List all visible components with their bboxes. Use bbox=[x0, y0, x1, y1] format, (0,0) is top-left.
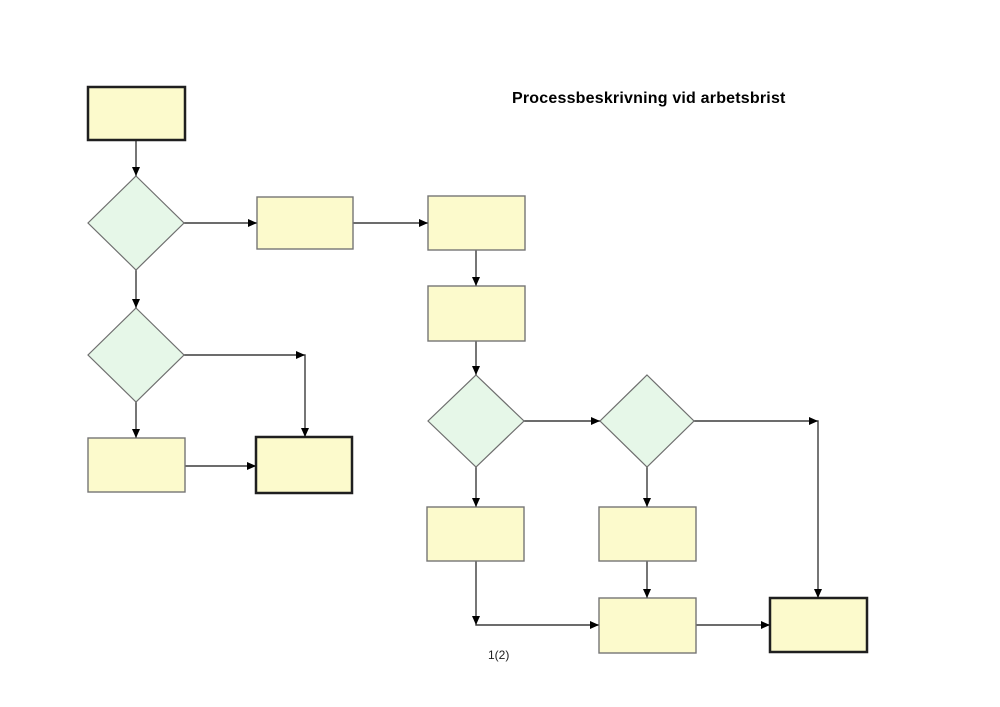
decision-4-diamond bbox=[599, 374, 695, 468]
process-10-box bbox=[768, 596, 869, 654]
arrowhead-down bbox=[472, 277, 480, 286]
arrowhead-down bbox=[814, 589, 822, 598]
process-8-box bbox=[598, 506, 697, 562]
process-9-box bbox=[598, 597, 697, 654]
arrowhead-down bbox=[472, 498, 480, 507]
arrowhead-down bbox=[643, 498, 651, 507]
arrowhead-right bbox=[761, 621, 770, 629]
arrowhead-right bbox=[590, 621, 599, 629]
arrowhead-down bbox=[472, 616, 480, 625]
connector-decision-4-to-process-10 bbox=[694, 420, 819, 598]
arrowhead-right bbox=[809, 417, 818, 425]
decision-2-diamond bbox=[87, 307, 185, 403]
decision-1-diamond bbox=[87, 175, 185, 271]
arrowhead-down bbox=[472, 366, 480, 375]
node-layer bbox=[86, 85, 869, 654]
connector-decision-2-to-process-6 bbox=[184, 354, 306, 437]
connector-process-7-to-process-9 bbox=[475, 561, 599, 626]
arrowhead-right bbox=[419, 219, 428, 227]
process-6-box bbox=[254, 435, 354, 495]
process-4-box bbox=[427, 285, 526, 342]
process-2-box bbox=[256, 196, 354, 250]
diagram-title: Processbeskrivning vid arbetsbrist bbox=[512, 90, 786, 107]
process-3-box bbox=[427, 195, 526, 251]
process-7-box bbox=[426, 506, 525, 562]
arrowhead-right bbox=[248, 219, 257, 227]
process-5-box bbox=[87, 437, 186, 493]
arrowhead-right bbox=[591, 417, 600, 425]
arrowhead-down bbox=[301, 428, 309, 437]
arrowhead-right bbox=[247, 462, 256, 470]
process-start-box bbox=[86, 85, 187, 142]
arrowhead-down bbox=[132, 299, 140, 308]
arrowhead-right bbox=[296, 351, 305, 359]
arrowhead-down bbox=[643, 589, 651, 598]
arrowhead-down bbox=[132, 167, 140, 176]
arrowhead-layer bbox=[132, 167, 822, 629]
arrowhead-down bbox=[132, 429, 140, 438]
page-number-label: 1(2) bbox=[488, 648, 510, 662]
decision-3-diamond bbox=[427, 374, 525, 468]
